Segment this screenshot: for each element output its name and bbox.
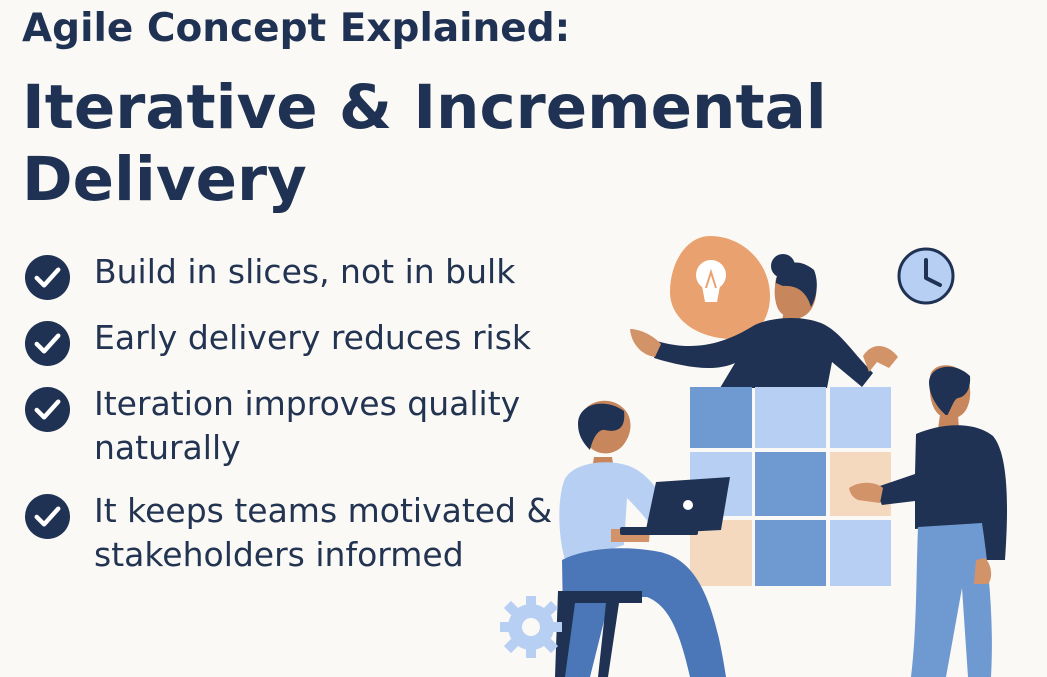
clock-icon: [897, 247, 955, 305]
check-circle-icon: [24, 254, 71, 301]
benefit-item: Build in slices, not in bulk: [24, 250, 584, 301]
benefit-text: Early delivery reduces risk: [94, 318, 532, 357]
benefit-list: Build in slices, not in bulk Early deliv…: [24, 250, 584, 577]
check-circle-icon: [24, 386, 71, 433]
standing-stakeholder-figure: [849, 365, 1008, 677]
page-title: Iterative & Incremental Delivery: [22, 72, 827, 215]
check-circle-icon: [24, 493, 71, 540]
lightbulb-icon: [670, 236, 770, 355]
benefit-item: It keeps teams motivated & stakeholders …: [24, 489, 584, 577]
check-circle-icon: [24, 320, 71, 367]
presenter-figure: [630, 254, 898, 388]
benefit-text: Iteration improves quality naturally: [94, 384, 521, 467]
benefit-item: Early delivery reduces risk: [24, 316, 584, 367]
benefit-text: Build in slices, not in bulk: [94, 252, 516, 291]
team-collaboration-illustration: [500, 236, 1008, 677]
benefit-item: Iteration improves quality naturally: [24, 382, 584, 470]
benefit-text: It keeps teams motivated & stakeholders …: [94, 491, 553, 574]
laptop-icon: [620, 477, 730, 535]
seated-developer-figure: [555, 400, 726, 677]
subtitle: Agile Concept Explained:: [22, 6, 571, 51]
gear-icon: [500, 596, 562, 658]
